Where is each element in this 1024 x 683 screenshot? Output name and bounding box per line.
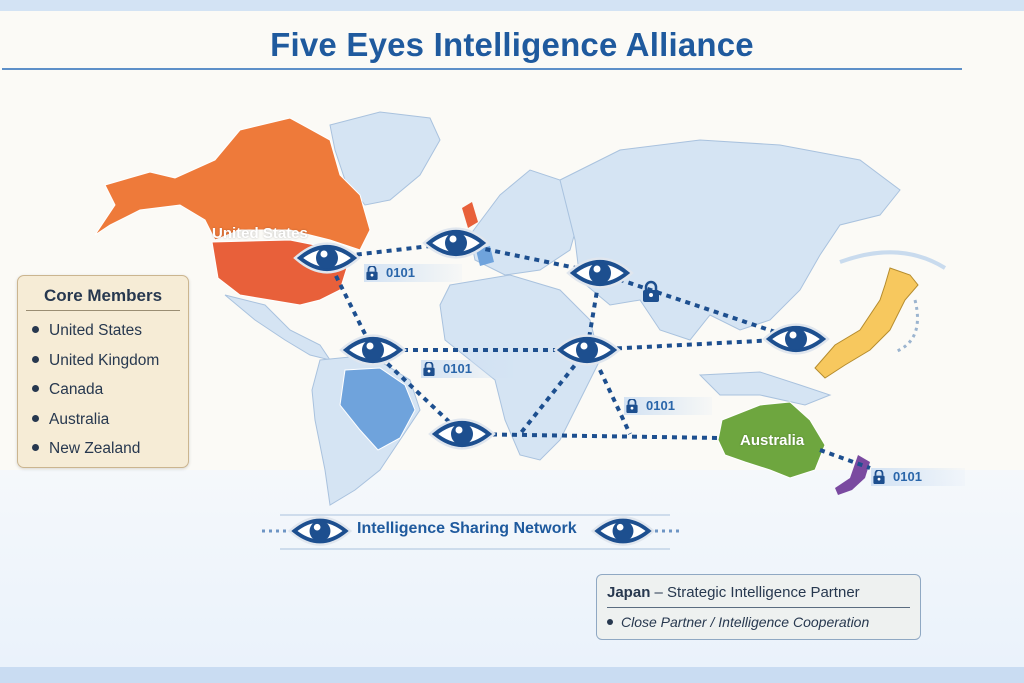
greenland-shape [329,111,441,206]
partner-heading: Japan – Strategic Intelligence Partner [607,584,860,601]
eye-icon [343,337,403,363]
member-name: New Zealand [49,440,141,457]
bullet-icon [32,326,39,334]
encrypted-tag: 0101 [624,397,712,415]
japan-shape [814,267,919,379]
member-name: United States [49,322,143,339]
lock-icon [423,362,435,376]
encrypted-tag-label: 0101 [646,398,675,413]
partner-separator: – [650,584,668,601]
bottom-band [0,667,1024,683]
legend-label: Intelligence Sharing Network [357,520,577,537]
list-item: Australia [32,405,159,435]
member-name: Canada [49,381,104,398]
japan-orbit [839,250,947,270]
partner-name: Japan [607,584,651,601]
encrypted-tag-label: 0101 [386,265,415,280]
legend-eye-icon-left [292,519,349,544]
partner-panel: Japan – Strategic Intelligence Partner C… [596,574,921,640]
map-label-australia: Australia [740,432,805,449]
eye-icon [426,230,486,256]
bullet-icon [32,355,39,363]
eye-icon [432,421,492,447]
core-members-divider [26,310,180,311]
map-label-united-states: United States [212,225,308,242]
core-members-heading: Core Members [43,286,163,305]
partner-item: Close Partner / Intelligence Cooperation [607,614,869,630]
lock-icon [873,470,885,484]
eye-icon [557,337,617,363]
lock-icon [366,266,378,280]
brazil-shape [339,367,416,451]
eye-icon [570,260,630,286]
lock-icon [626,399,638,413]
canada-shape [94,117,371,251]
bullet-icon [32,385,39,393]
list-item: United States [32,316,159,346]
list-item: United Kingdom [32,346,159,376]
partner-divider [607,607,910,608]
title-divider [2,68,962,70]
member-name: United Kingdom [49,351,160,369]
partner-item-text: Close Partner / Intelligence Cooperation [621,614,870,630]
list-item: Canada [32,375,159,405]
bullet-icon [607,619,613,626]
encrypted-tag: 0101 [364,264,462,282]
partner-role: Strategic Intelligence Partner [667,584,860,601]
indonesia-shape [698,371,832,406]
core-members-panel: Core Members United States United Kingdo… [17,275,189,468]
bullet-icon [32,444,39,452]
member-name: Australia [49,410,110,428]
encrypted-tag-label: 0101 [443,361,472,376]
eye-icon [297,245,357,271]
uk-shape [462,202,478,228]
encrypted-tag: 0101 [871,468,965,486]
lock-icon [643,280,659,302]
core-members-list: United States United Kingdom Canada Aust… [32,316,159,464]
page-title: Five Eyes Intelligence Alliance [270,26,754,63]
encrypted-tag: 0101 [421,360,513,378]
top-band [0,0,1024,11]
central-america-shape [224,294,332,361]
australia-shape [717,401,826,479]
japan-dotted-arc [894,299,919,354]
encrypted-tag-label: 0101 [893,469,922,484]
asia-shape [559,139,901,341]
list-item: New Zealand [32,434,159,464]
bullet-icon [32,414,39,422]
africa-shape [439,274,601,461]
eye-icon [766,326,826,352]
legend-eye-icon-right [595,519,652,544]
